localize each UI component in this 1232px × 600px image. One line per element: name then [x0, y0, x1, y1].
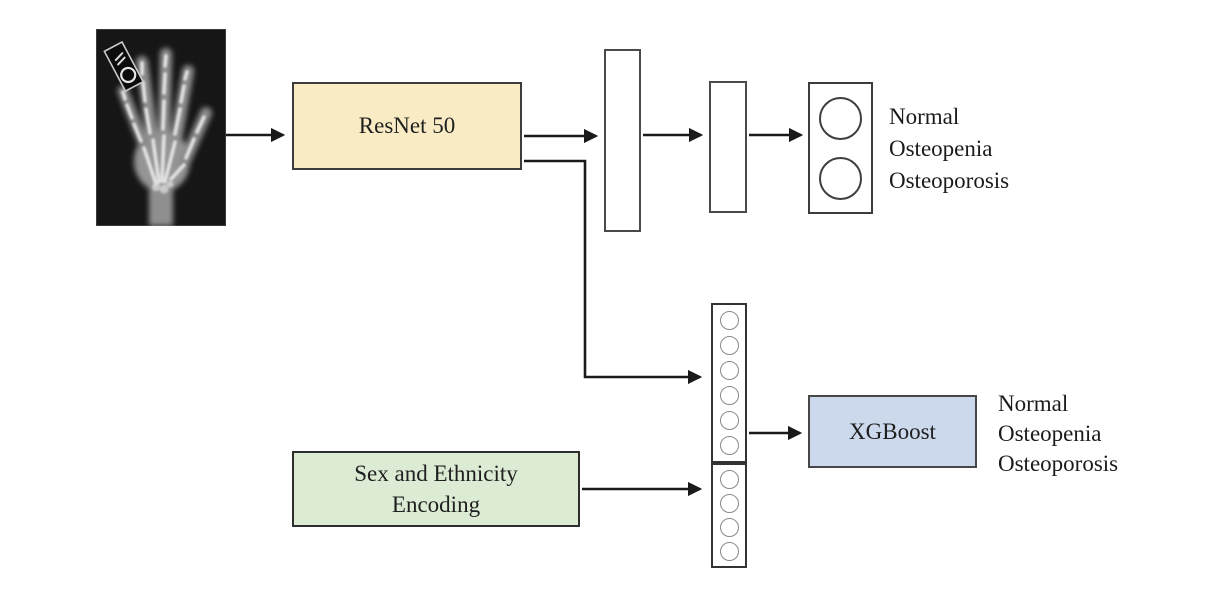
unit-circle	[819, 96, 862, 140]
unit-circle	[719, 386, 739, 405]
unit-circle	[719, 361, 739, 380]
sex-ethnicity-encoding-block: Sex and Ethnicity Encoding	[292, 451, 580, 527]
unit-circle	[719, 336, 739, 355]
xgb-label-osteopenia: Osteopenia	[998, 421, 1102, 446]
cnn-label-osteoporosis: Osteoporosis	[889, 168, 1010, 193]
xgb-label-normal: Normal	[998, 391, 1069, 416]
feature-layer-2	[709, 81, 747, 213]
unit-circle	[719, 542, 739, 561]
xgb-label-osteoporosis: Osteoporosis	[998, 451, 1119, 476]
encoding-feature-vector	[711, 463, 747, 568]
xray-id-marker-icon	[103, 40, 145, 93]
arrow-resnet-to-features	[524, 159, 703, 385]
cnn-label-normal: Normal	[889, 104, 960, 129]
encoding-label-line1: Sex and Ethnicity	[354, 461, 518, 486]
feature-layer-1	[604, 49, 641, 232]
xgboost-label: XGBoost	[849, 418, 936, 444]
unit-circle	[719, 436, 739, 455]
resnet50-label: ResNet 50	[358, 113, 456, 138]
unit-circle	[719, 518, 739, 537]
cnn-output-nodes	[808, 82, 873, 214]
resnet50-block: ResNet 50	[292, 82, 522, 170]
xgboost-output-labels: Normal Osteopenia Osteoporosis	[998, 389, 1118, 479]
cnn-label-osteopenia: Osteopenia	[889, 136, 993, 161]
hand-xray-art	[96, 29, 226, 226]
cnn-output-labels: Normal Osteopenia Osteoporosis	[889, 101, 1009, 197]
unit-circle	[719, 494, 739, 513]
xgboost-block: XGBoost	[808, 395, 977, 468]
unit-circle	[719, 311, 739, 330]
unit-circle	[719, 470, 739, 489]
hand-xray-image	[96, 29, 226, 226]
unit-circle	[719, 411, 739, 430]
image-feature-vector	[711, 303, 747, 463]
encoding-label-line2: Encoding	[391, 492, 481, 517]
unit-circle	[819, 156, 862, 200]
